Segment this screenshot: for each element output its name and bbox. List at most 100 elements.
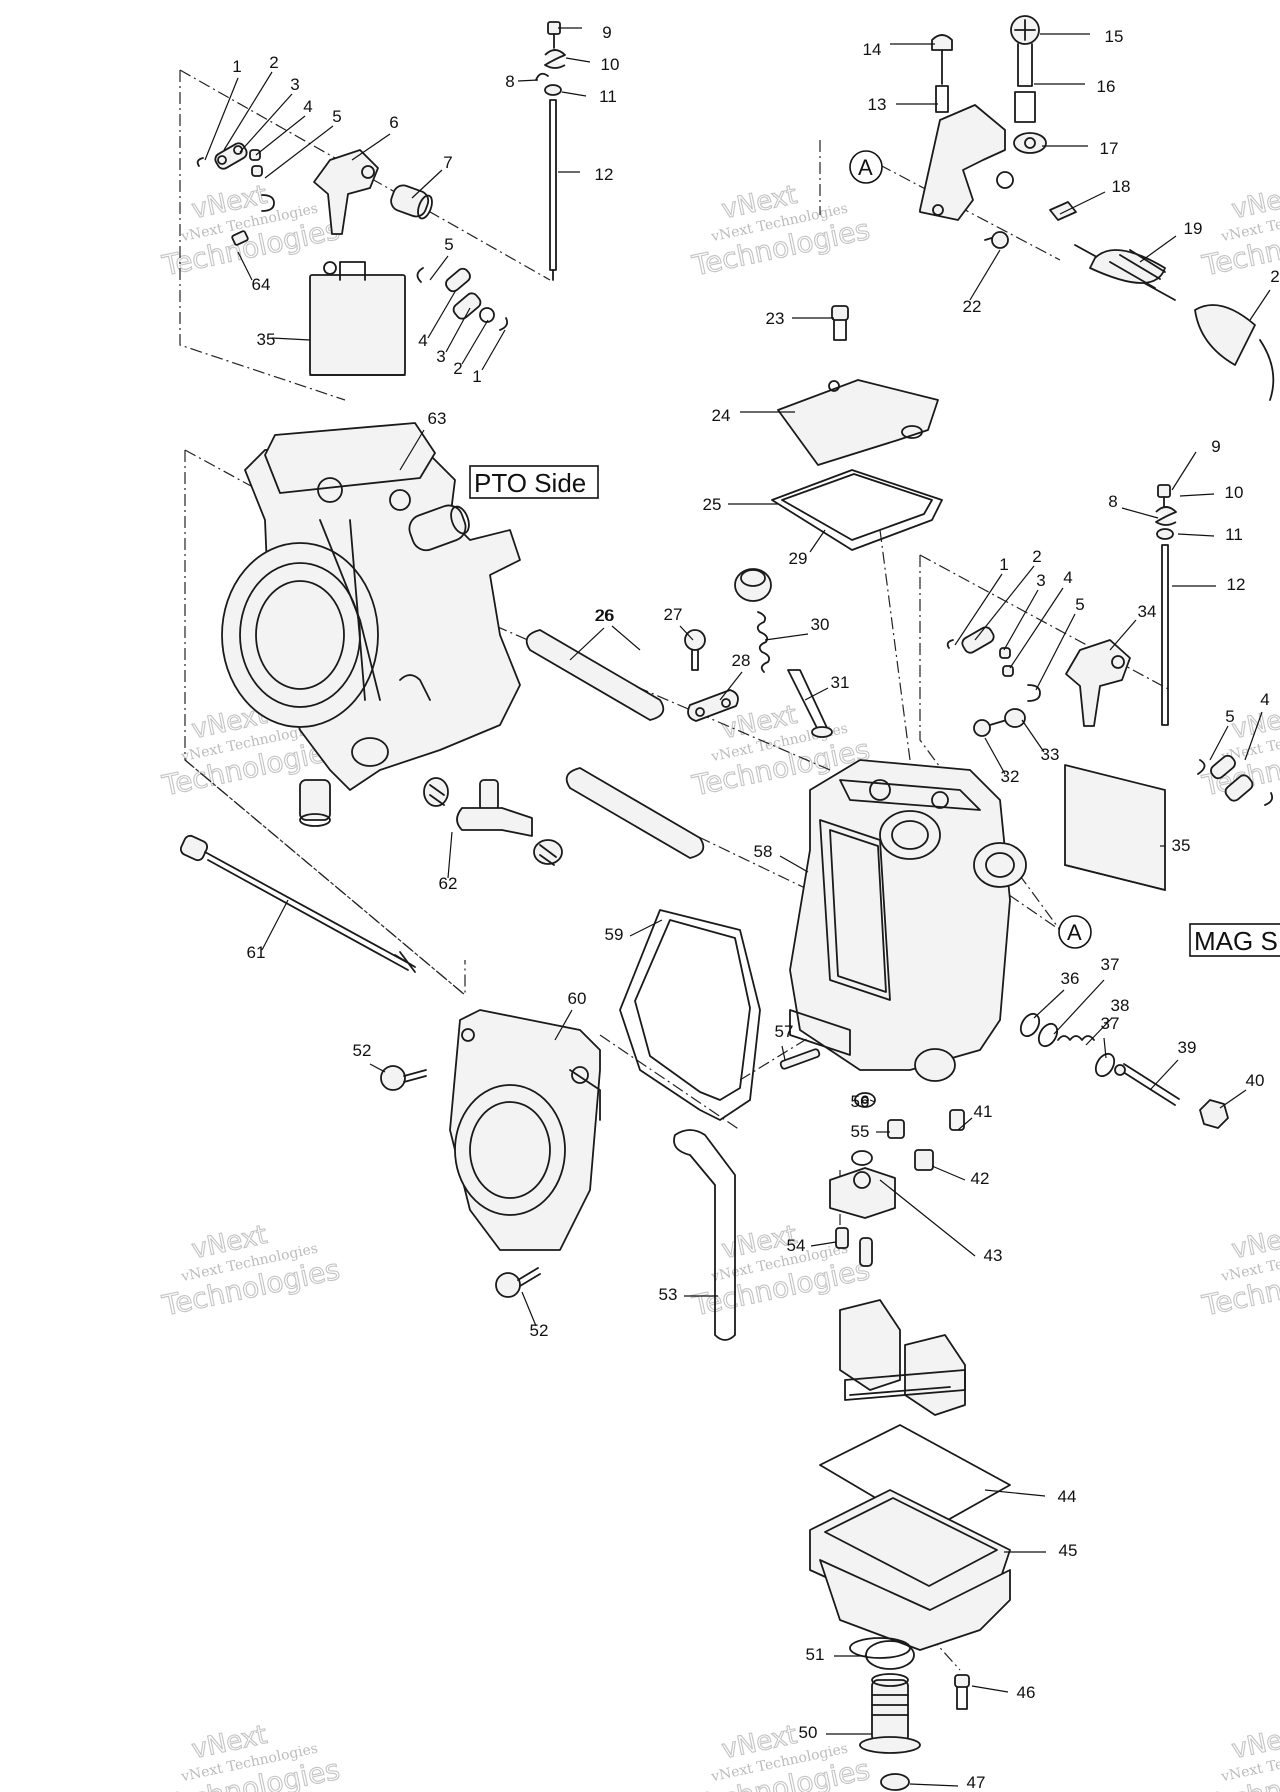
- callout-leader-line: [461, 319, 489, 365]
- part-callout-24: 24: [712, 406, 731, 425]
- part-callout-8: 8: [505, 72, 514, 91]
- callout-leader-line: [1177, 533, 1215, 537]
- callout-leader-line: [869, 1099, 876, 1103]
- part-callout-12: 12: [1227, 575, 1246, 594]
- callout-leader-line: [1003, 589, 1039, 651]
- callout-leader-line: [1109, 619, 1137, 651]
- callout-leader-line: [1244, 711, 1263, 761]
- part-callout-26: 26: [595, 606, 614, 625]
- callout-leader-line: [879, 1179, 976, 1257]
- part-callout-56: 56: [851, 1092, 870, 1111]
- callout-leader-line: [1219, 1089, 1247, 1109]
- part-callout-52: 52: [530, 1321, 549, 1340]
- callout-leader-line: [1021, 719, 1045, 753]
- float-bowl-cover-group: [684, 305, 943, 738]
- callout-leader-line: [779, 855, 809, 873]
- callout-leader-line: [1085, 1017, 1113, 1046]
- callout-leader-line: [1149, 1059, 1179, 1091]
- callout-leader-line: [957, 1117, 973, 1131]
- part-callout-18: 18: [1112, 177, 1131, 196]
- callout-leader-line: [223, 71, 273, 151]
- callout-leader-line: [1209, 725, 1229, 761]
- callout-leader-line: [204, 77, 239, 161]
- callout-leader-line: [1171, 451, 1197, 491]
- part-callout-43: 43: [984, 1246, 1003, 1265]
- idle-adjust-parts: [1019, 1012, 1229, 1129]
- part-callout-31: 31: [831, 673, 850, 692]
- part-callout-19: 19: [1184, 219, 1203, 238]
- part-callout-30: 30: [811, 615, 830, 634]
- callout-leader-line: [411, 169, 443, 199]
- callout-leader-line: [565, 57, 591, 63]
- part-callout-46: 46: [1017, 1683, 1036, 1702]
- callout-leader-line: [931, 1165, 966, 1181]
- part-callout-3: 3: [436, 347, 445, 366]
- part-callout-51: 51: [806, 1645, 825, 1664]
- callout-leader-line: [1059, 191, 1106, 215]
- part-callout-36: 36: [1061, 969, 1080, 988]
- carburetor-body-mag: [789, 759, 1027, 1082]
- part-callout-40: 40: [1246, 1071, 1265, 1090]
- part-callout-9: 9: [602, 23, 611, 42]
- part-callout-57: 57: [775, 1022, 794, 1041]
- part-callout-45: 45: [1059, 1541, 1078, 1560]
- part-callout-13: 13: [868, 95, 887, 114]
- part-callout-37: 37: [1101, 955, 1120, 974]
- part-callout-25: 25: [703, 495, 722, 514]
- callout-leader-line: [429, 255, 449, 281]
- callout-leader-line: [1121, 507, 1159, 519]
- part-callout-27: 27: [664, 605, 683, 624]
- part-callout-4: 4: [418, 331, 427, 350]
- part-callout-11: 11: [599, 87, 617, 106]
- callout-leader-line: [781, 1045, 786, 1061]
- callout-leader-line: [399, 429, 425, 471]
- part-callout-4: 4: [1260, 690, 1269, 709]
- callout-leader-line: [909, 1783, 959, 1787]
- connecting-rods: [525, 629, 705, 859]
- callout-leader-line: [969, 249, 1001, 301]
- float-assembly: [829, 1167, 966, 1416]
- part-callout-64: 64: [252, 275, 271, 294]
- long-bolt: [179, 834, 416, 973]
- part-callout-5: 5: [1075, 595, 1084, 614]
- part-callout-50: 50: [799, 1723, 818, 1742]
- carburetor-adapter: [449, 1009, 601, 1251]
- part-callout-10: 10: [601, 55, 620, 74]
- callout-leader-line: [974, 565, 1035, 641]
- part-callout-44: 44: [1058, 1487, 1077, 1506]
- callout-leader-line: [255, 115, 306, 156]
- pto-side-label: PTO Side: [469, 465, 599, 499]
- part-callout-9: 9: [1211, 437, 1220, 456]
- callout-leader-line: [261, 899, 289, 951]
- callout-leader-line: [810, 1241, 837, 1247]
- part-callout-35: 35: [1172, 836, 1191, 855]
- part-callout-41: 41: [974, 1102, 993, 1121]
- callout-leader-line: [764, 633, 809, 641]
- part-callout-39: 39: [1178, 1038, 1197, 1057]
- jet-needle-assembly-mag: [1155, 484, 1177, 726]
- reference-mark-a-top: A: [849, 150, 883, 184]
- part-callout-29: 29: [789, 549, 808, 568]
- part-callout-7: 7: [443, 153, 452, 172]
- callout-leader-line: [481, 329, 506, 371]
- callout-leader-line: [1103, 1037, 1107, 1059]
- part-callout-16: 16: [1097, 77, 1116, 96]
- part-callout-1: 1: [472, 367, 481, 386]
- callout-leader-line: [554, 1009, 573, 1041]
- part-callout-4: 4: [303, 97, 312, 116]
- part-callout-32: 32: [1001, 767, 1020, 786]
- bowl-drain-parts: [859, 1640, 970, 1791]
- part-callout-1: 1: [232, 57, 241, 76]
- part-callout-3: 3: [1036, 571, 1045, 590]
- reference-mark-a-right: A: [1058, 915, 1092, 949]
- callout-leader-line: [1139, 235, 1177, 263]
- callout-leader-line: [611, 625, 641, 651]
- part-callout-60: 60: [568, 989, 587, 1008]
- callout-leader-line: [1249, 289, 1271, 321]
- part-callout-62: 62: [439, 874, 458, 893]
